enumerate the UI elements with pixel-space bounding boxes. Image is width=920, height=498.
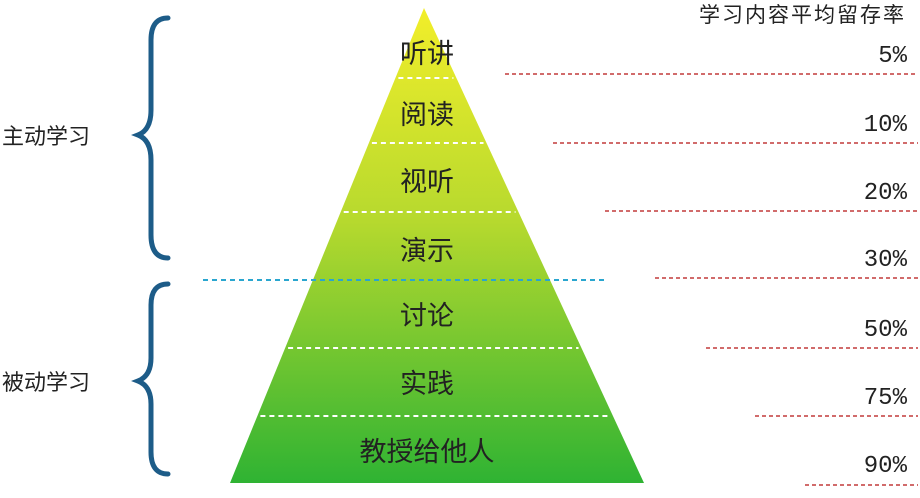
retention-values: 5% 10% 20% 30% 50% 75% 90% [864,43,908,480]
group-label-passive: 被动学习 [2,371,90,396]
retention-value-listening: 5% [878,43,907,70]
level-labels: 听讲 阅读 视听 演示 讨论 实践 教授给他人 [360,39,495,468]
level-label-teaching-others: 教授给他人 [360,437,495,468]
retention-value-practice: 75% [864,385,908,412]
level-dividers [260,77,610,417]
pyramid-shape [230,8,644,483]
retention-value-reading: 10% [864,112,908,139]
retention-value-audiovisual: 20% [864,180,908,207]
retention-value-teaching-others: 90% [864,453,908,480]
retention-leader-lines [505,73,918,486]
passive-learning-brace [131,281,171,477]
retention-value-discussion: 50% [864,317,908,344]
level-label-practice: 实践 [400,369,454,400]
level-label-audiovisual: 视听 [400,167,454,198]
retention-value-demonstration: 30% [864,247,908,274]
level-label-discussion: 讨论 [400,301,454,332]
retention-header: 学习内容平均留存率 [699,3,906,27]
active-learning-brace [131,15,171,261]
level-label-reading: 阅读 [400,100,454,131]
level-label-demonstration: 演示 [400,236,454,267]
level-label-listening: 听讲 [400,39,454,70]
group-label-active: 主动学习 [2,125,90,150]
